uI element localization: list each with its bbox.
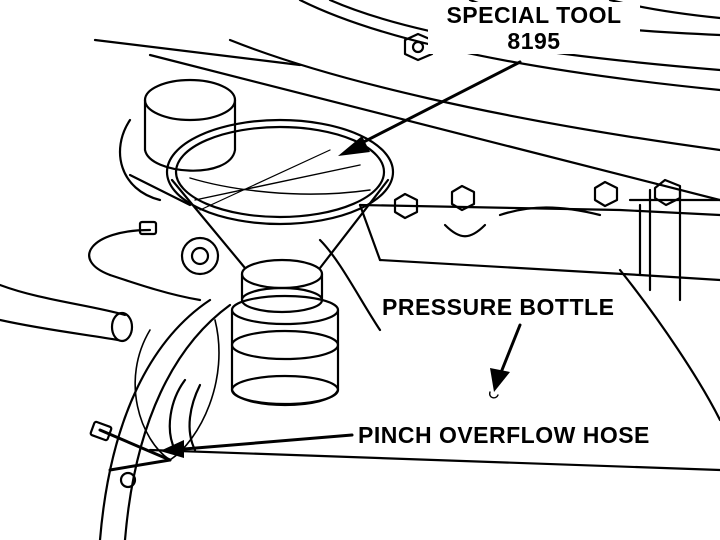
sensor-wire <box>88 220 202 302</box>
leader-special-tool <box>338 60 522 156</box>
engine-bracket <box>358 178 720 302</box>
overflow-hose <box>98 298 232 540</box>
pressure-bottle-label: PRESSURE BOTTLE <box>380 294 617 320</box>
pinch-overflow-hose-label: PINCH OVERFLOW HOSE <box>356 422 652 448</box>
leader-pressure-bottle <box>488 323 522 399</box>
pressure-bottle <box>148 238 720 472</box>
special-tool-label: SPECIAL TOOL <box>446 2 622 28</box>
special-tool-funnel <box>165 118 395 314</box>
leader-pinch-overflow-hose <box>160 433 354 458</box>
thermostat-housing <box>118 78 237 276</box>
top-bolt <box>403 32 434 62</box>
upper-radiator-hose <box>0 283 134 343</box>
filler-neck-adapter <box>230 294 340 407</box>
tool-number-label: 8195 <box>507 28 561 54</box>
special-tool-callout: SPECIAL TOOL 8195 <box>428 2 640 54</box>
pinch-clamp <box>89 319 220 489</box>
